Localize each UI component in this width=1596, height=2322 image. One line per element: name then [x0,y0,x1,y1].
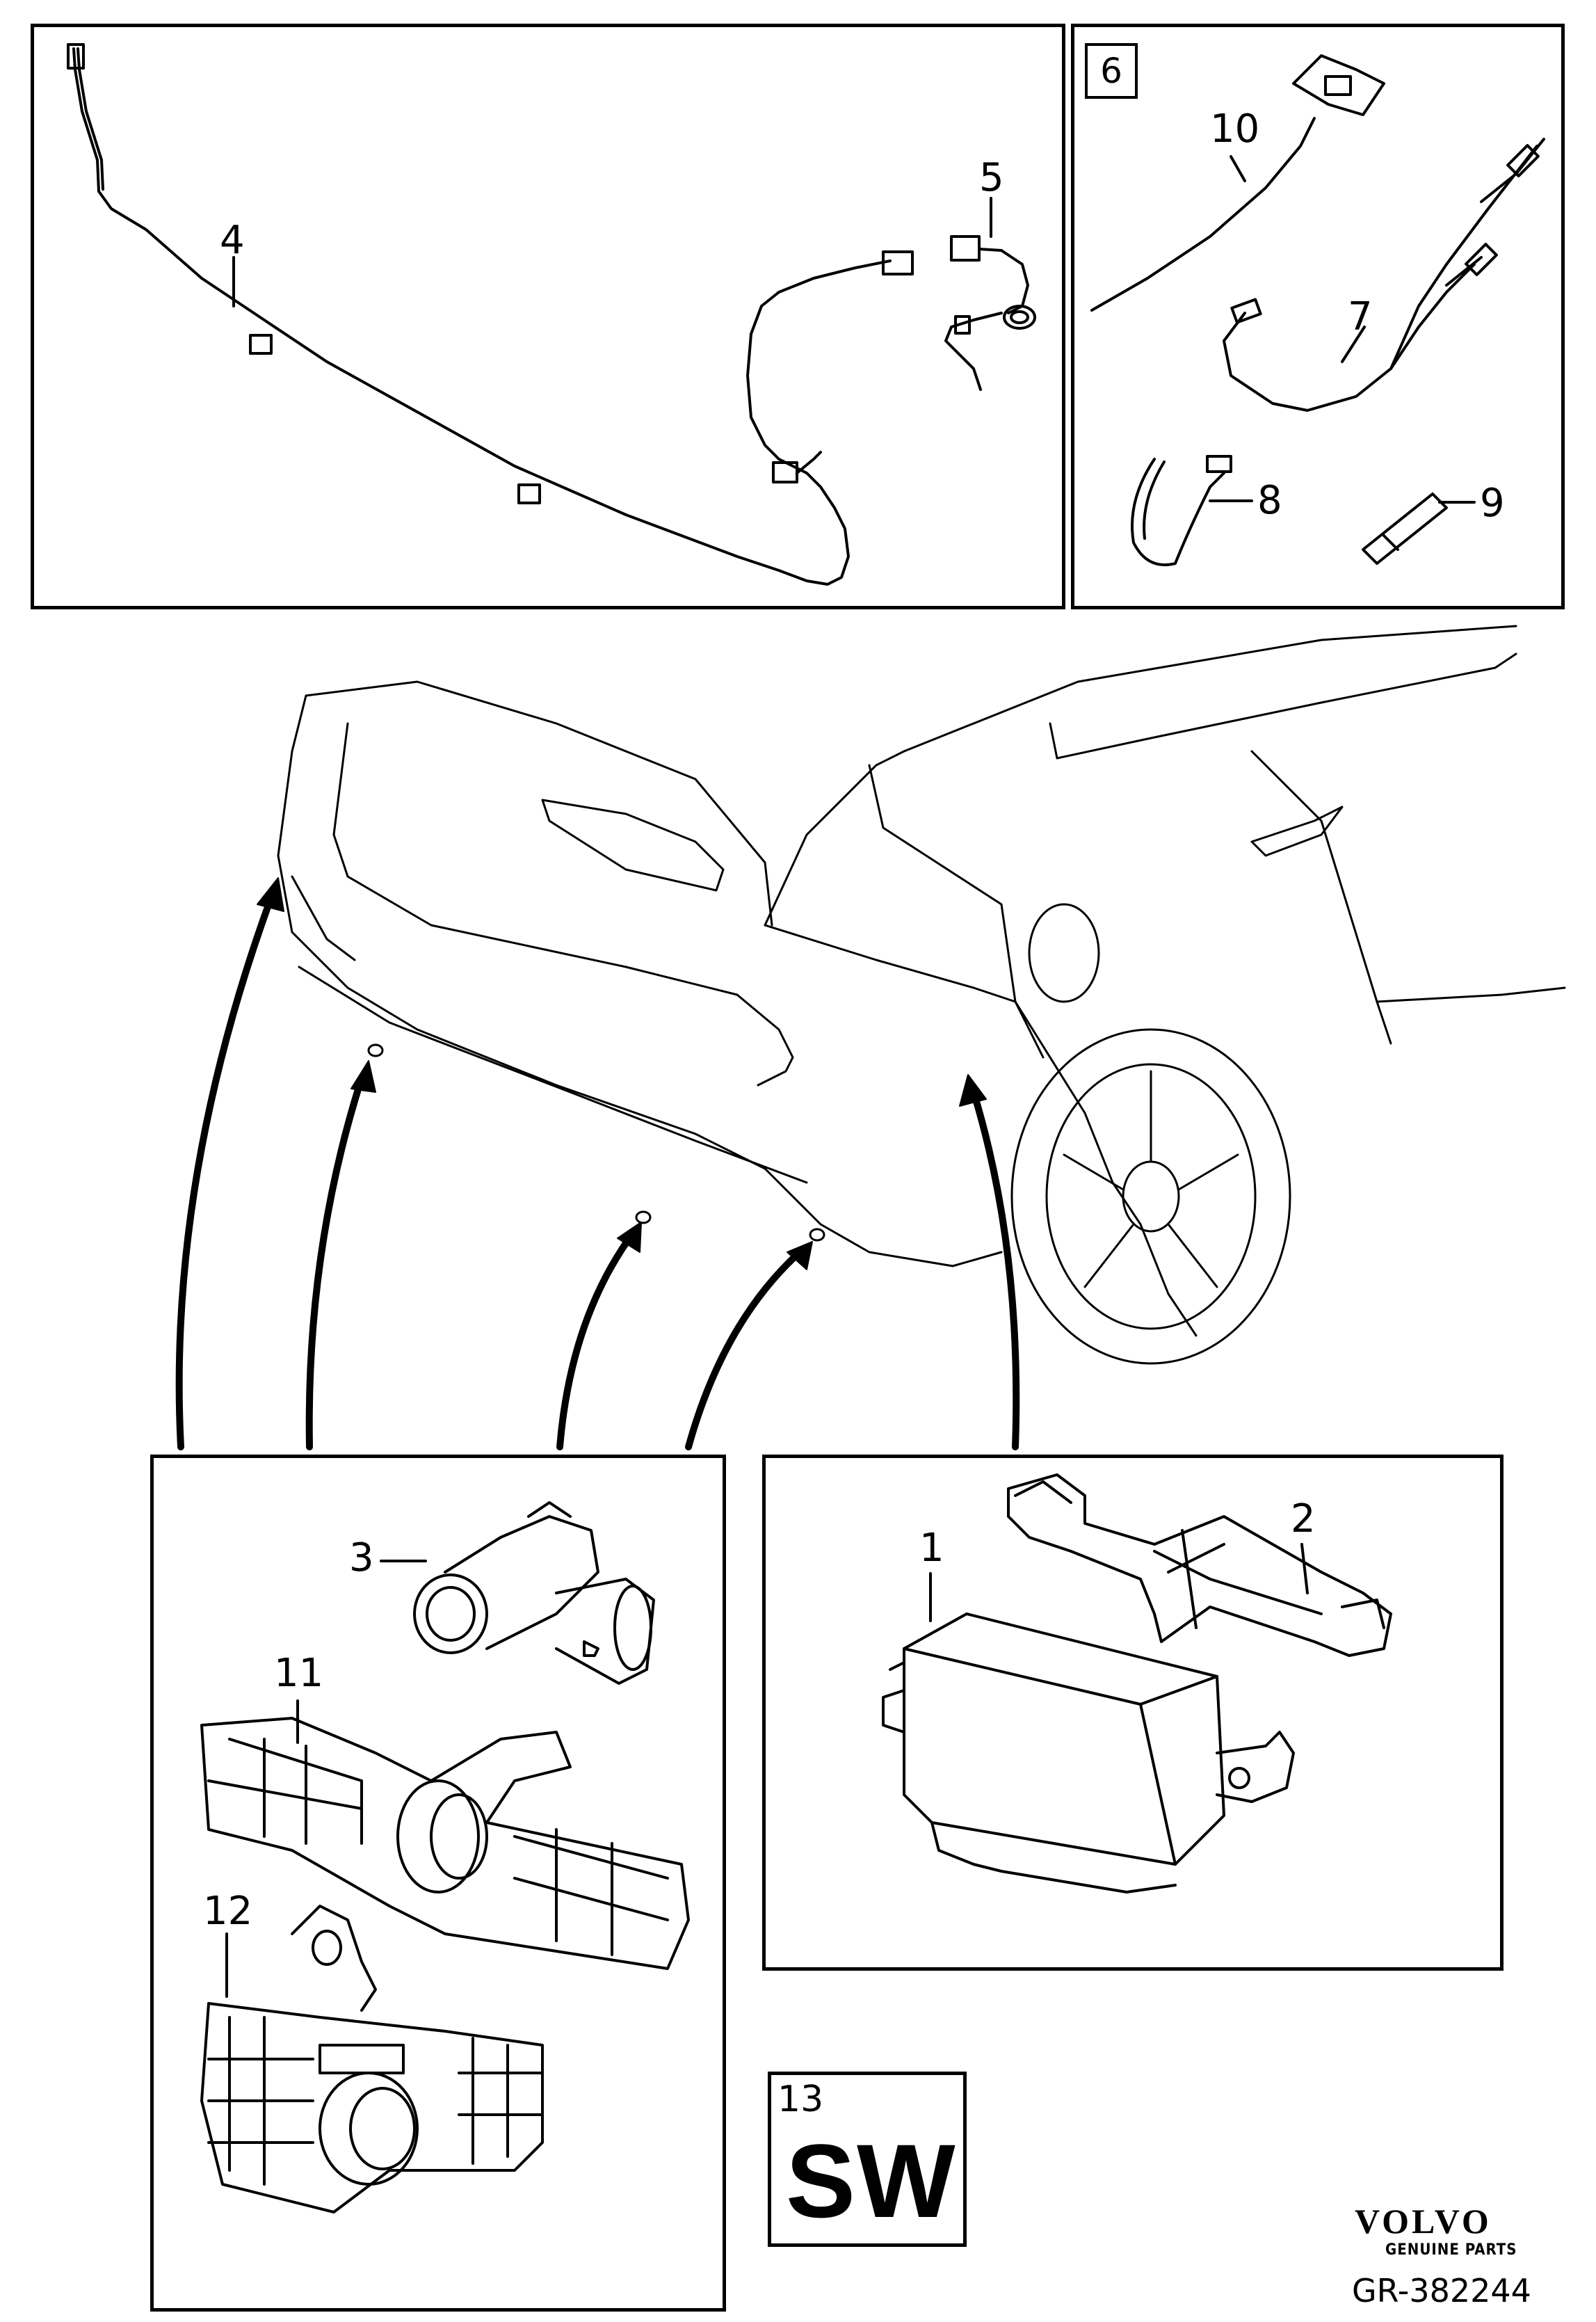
arrow-module [970,1089,1020,1450]
arrow-side-left [175,894,275,1450]
callout-9: 9 [1480,481,1505,526]
cable-10 [1090,54,1385,312]
callout-5: 5 [979,155,1004,200]
leader-10 [1230,155,1246,182]
wiring-harness [67,43,914,586]
kit-number: 13 [777,2079,824,2120]
panel-sensors [150,1455,726,2312]
adapter-harness [944,235,1036,391]
cable-7 [1223,138,1545,412]
car-rear-view [277,625,1566,1365]
leader-7 [1341,326,1366,363]
callout-10: 10 [1210,106,1260,152]
sensor-3 [413,1501,655,1685]
arrow-heads [257,877,987,1270]
arrow-sensor-right [685,1249,803,1450]
callout-4: 4 [220,218,245,263]
callout-12: 12 [203,1889,253,1934]
leader-2 [1300,1543,1309,1594]
arrow-sensor-left [305,1075,365,1450]
arrows [175,894,1020,1450]
splice-9 [1362,493,1448,565]
arrow-sensor-center [556,1235,633,1450]
bracket-2 [1007,1473,1392,1657]
panel-wiring-harness [31,24,1065,609]
holder-12 [200,1905,544,2213]
kit-code: SW [786,2122,957,2239]
panel-control-module [762,1455,1504,1971]
control-module-1 [882,1612,1295,1893]
kit-badge [768,2072,967,2247]
callout-3: 3 [349,1535,374,1580]
brand-subtitle: GENUINE PARTS [1385,2241,1517,2259]
callout-6: 6 [1085,43,1138,99]
callout-1: 1 [919,1526,944,1571]
brand-logo: VOLVO [1355,2202,1492,2241]
callout-7: 7 [1348,294,1373,339]
callout-11: 11 [274,1651,324,1696]
panel-cable-kit [1071,24,1565,609]
callout-8: 8 [1257,478,1282,523]
callout-2: 2 [1291,1496,1316,1542]
cable-tie-8 [1131,455,1232,566]
drawing-number: GR-382244 [1352,2272,1531,2309]
holder-11 [200,1717,690,1970]
